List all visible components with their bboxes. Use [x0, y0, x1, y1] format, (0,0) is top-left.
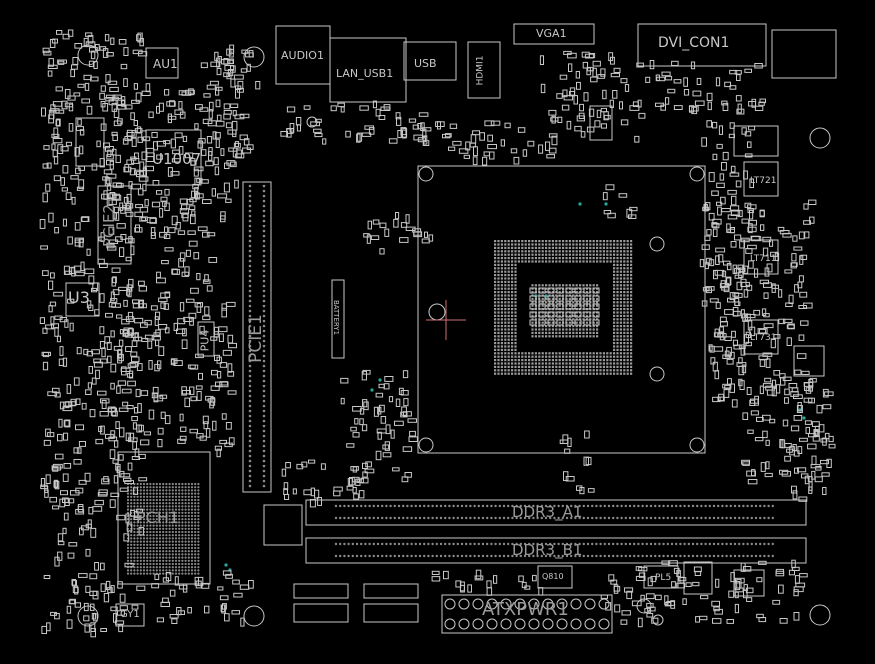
label-pcie2: PCIE2 — [99, 204, 118, 247]
label-q810: Q810 — [542, 572, 564, 581]
label-lt721: LT721 — [750, 176, 777, 186]
label-pch: PCH1 — [136, 508, 180, 527]
battery-outline — [331, 279, 345, 359]
label-usb: USB — [414, 57, 437, 70]
hdmi-connector — [467, 41, 501, 99]
label-u3: U3 — [68, 288, 90, 307]
label-atxpwr: ATXPWR1 — [482, 599, 569, 620]
label-au1: AU1 — [153, 57, 178, 71]
label-pu4: PU4 — [198, 329, 212, 352]
usb-connector — [403, 41, 457, 81]
label-lt711: LT711 — [750, 254, 777, 264]
label-lan: LAN_USB1 — [336, 67, 394, 80]
label-pl5: PL5 — [655, 573, 672, 583]
atxpwr-connector — [441, 594, 613, 634]
pch-chip-outline — [117, 451, 211, 585]
vga-connector — [513, 23, 595, 45]
label-dvi: DVI_CON1 — [658, 35, 730, 51]
ddr3-a1-slot — [305, 499, 807, 526]
label-vga: VGA1 — [536, 27, 567, 40]
label-audio1: AUDIO1 — [281, 49, 324, 62]
label-ddr3-b1: DDR3_B1 — [512, 541, 583, 559]
cpu-socket-outline — [417, 165, 706, 454]
dvi-connector — [637, 23, 767, 67]
lan-usb-connector — [329, 37, 407, 103]
label-u1007: U1007 — [152, 150, 202, 168]
label-ddr3-a1: DDR3_A1 — [512, 503, 583, 521]
label-pcie1: PCIE1 — [245, 314, 266, 363]
ddr3-b1-slot — [305, 537, 807, 564]
pcie1-slot — [242, 181, 272, 493]
label-battery: BATTERY1 — [332, 299, 341, 336]
label-lt731: LT731 — [750, 333, 777, 343]
label-hdmi: HDMI1 — [475, 55, 486, 86]
label-gy1: GY1 — [120, 609, 140, 620]
